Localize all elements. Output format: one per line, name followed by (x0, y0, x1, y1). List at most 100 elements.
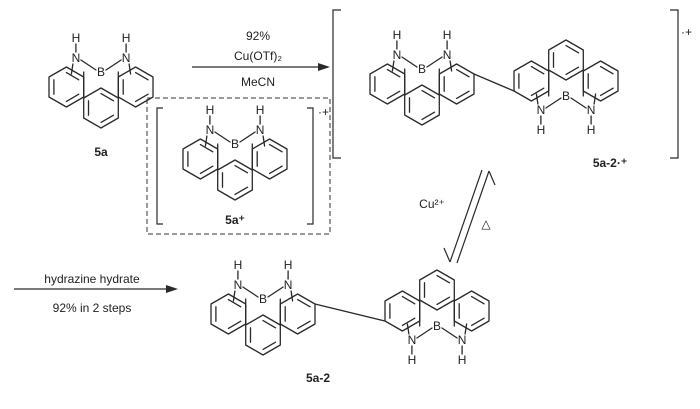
step1-oxidant: Cu(OTf)₂ (234, 49, 282, 63)
biaryl-bond-103 (314, 303, 386, 322)
atom-B: B (97, 65, 105, 79)
aromatic-double-bond-1 (100, 114, 115, 124)
bond-82 (232, 290, 236, 302)
aromatic-double-bond-0 (100, 92, 115, 102)
atom-N: N (393, 48, 402, 62)
bond-45 (401, 56, 418, 68)
aromatic-double-bond-90 (401, 317, 416, 327)
aromatic-double-bond-7 (134, 93, 149, 103)
atom-N: N (122, 51, 131, 65)
aromatic-double-bond-69 (262, 319, 277, 329)
bond-63 (570, 97, 587, 109)
inset-left-bracket (156, 107, 163, 225)
aromatic-double-bond-24 (268, 165, 283, 175)
charge-monomer-radical-cation: ·+ (318, 105, 329, 119)
atom-H: H (122, 31, 131, 45)
atom-N: N (234, 278, 243, 292)
atom-N: N (537, 103, 546, 117)
atom-H: H (256, 103, 265, 117)
atom-N: N (408, 333, 417, 347)
step2-yield: 92% in 2 steps (53, 301, 132, 315)
equilibrium-arrow-up (456, 170, 490, 264)
bond-11 (80, 59, 97, 71)
aromatic-double-bond-18 (234, 186, 249, 196)
atom-H: H (443, 28, 452, 42)
dimer-left-bracket (332, 9, 341, 159)
aromatic-double-bond-20 (199, 143, 214, 153)
bond-65 (593, 93, 597, 105)
aromatic-double-bond-4 (65, 93, 80, 103)
aromatic-double-bond-54 (530, 65, 545, 75)
aromatic-double-bond-23 (268, 143, 283, 153)
bond-81 (267, 286, 284, 298)
oxidation-arrowhead (318, 63, 330, 71)
step2-reagent: hydrazine hydrate (44, 272, 140, 286)
atom-H: H (458, 353, 467, 367)
aromatic-double-bond-52 (565, 66, 580, 76)
atom-H: H (587, 123, 596, 137)
atom-N: N (256, 123, 265, 137)
step1-solvent: MeCN (241, 75, 275, 89)
aromatic-double-bond-51 (565, 44, 580, 54)
aromatic-double-bond-72 (227, 298, 242, 308)
bond-80 (242, 286, 259, 298)
atom-H: H (72, 31, 81, 45)
aromatic-double-bond-92 (470, 295, 485, 305)
bond-100 (464, 323, 468, 335)
atom-N: N (443, 48, 452, 62)
atom-H: H (537, 123, 546, 137)
step1-yield: 92% (246, 29, 270, 43)
bond-64 (535, 93, 539, 105)
atom-B: B (259, 292, 267, 306)
bond-30 (204, 135, 208, 147)
inset-right-bracket (307, 107, 314, 225)
aromatic-double-bond-55 (530, 87, 545, 97)
molecule-skeletons (48, 39, 619, 356)
atom-N: N (284, 278, 293, 292)
aromatic-double-bond-34 (421, 89, 436, 99)
ring-9 (548, 39, 584, 81)
atom-H: H (234, 258, 243, 272)
aromatic-double-bond-40 (455, 68, 470, 78)
aromatic-double-bond-38 (386, 90, 401, 100)
dimer-right-bracket (670, 9, 679, 159)
aromatic-double-bond-17 (234, 164, 249, 174)
bond-98 (441, 327, 458, 339)
atom-N: N (72, 51, 81, 65)
aromatic-double-bond-37 (386, 68, 401, 78)
atom-H: H (408, 353, 417, 367)
atom-N: N (458, 333, 467, 347)
aromatic-double-bond-89 (401, 295, 416, 305)
aromatic-double-bond-35 (421, 111, 436, 121)
atom-N: N (206, 123, 215, 137)
bond-29 (239, 131, 256, 143)
aromatic-double-bond-57 (599, 65, 614, 75)
aromatic-double-bond-21 (199, 165, 214, 175)
aromatic-double-bond-86 (436, 274, 451, 284)
aromatic-double-bond-58 (599, 87, 614, 97)
bond-47 (391, 60, 395, 72)
bond-31 (262, 135, 266, 147)
aromatic-double-bond-70 (262, 341, 277, 351)
aromatic-double-bond-41 (455, 90, 470, 100)
bond-13 (70, 63, 74, 75)
aromatic-double-bond-73 (227, 320, 242, 330)
charge-dimer-radical-cation: ·+ (681, 25, 692, 39)
atom-H: H (206, 103, 215, 117)
biaryl-bond-68 (473, 73, 515, 92)
equilibrium-reagent: Cu²⁺ (419, 197, 445, 211)
equilibrium-heat: △ (481, 217, 491, 231)
bond-28 (214, 131, 231, 143)
bond-83 (290, 290, 294, 302)
reduction-arrowhead (166, 285, 178, 293)
radical-cation-inset-box (146, 97, 331, 235)
atom-B: B (418, 62, 426, 76)
aromatic-double-bond-93 (470, 317, 485, 327)
atom-B: B (562, 89, 570, 103)
bond-97 (416, 327, 433, 339)
atom-B: B (231, 137, 239, 151)
aromatic-double-bond-76 (296, 320, 311, 330)
bond-99 (406, 323, 410, 335)
